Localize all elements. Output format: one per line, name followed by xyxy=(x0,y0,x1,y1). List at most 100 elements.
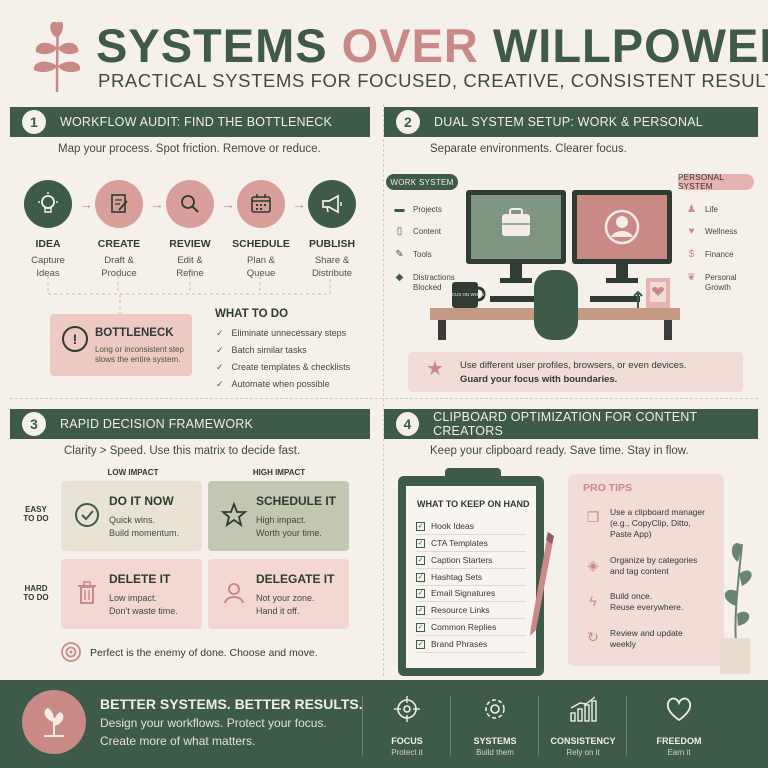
quad-desc: Low impact. xyxy=(109,593,158,603)
lightbulb-icon xyxy=(38,192,58,213)
arrow-right-icon: → xyxy=(221,196,235,212)
heart-icon xyxy=(666,697,692,722)
step-review: REVIEW Edit &Refine xyxy=(148,180,232,280)
quad-title: DO IT NOW xyxy=(109,494,174,508)
work-item: ▬Projects xyxy=(394,204,442,215)
section4-subtitle: Keep your clipboard ready. Save time. St… xyxy=(430,445,689,457)
footer-col-sub: Earn it xyxy=(667,748,691,757)
footer-col-label: FOCUS xyxy=(391,736,423,746)
folder-icon: ▬ xyxy=(394,204,405,215)
checkbox-icon: ✓ xyxy=(416,521,425,531)
lightning-icon: ϟ xyxy=(589,593,597,609)
copy-icon: ❐ xyxy=(586,508,600,525)
calendar-icon xyxy=(251,194,271,213)
step-label: REVIEW xyxy=(169,238,211,250)
footer-title: BETTER SYSTEMS. BETTER RESULTS. xyxy=(100,696,363,712)
document-edit-icon xyxy=(111,194,128,213)
target-icon xyxy=(61,642,81,662)
exclamation-icon: ! xyxy=(62,326,88,352)
quad-title: SCHEDULE IT xyxy=(256,494,337,508)
footer-consistency: CONSISTENCY Rely on it xyxy=(540,694,626,757)
section2-number: 2 xyxy=(396,110,420,134)
footer-line: Create more of what matters. xyxy=(100,734,256,748)
quad-schedule-it: SCHEDULE IT High impact.Worth your time. xyxy=(208,481,349,551)
sprout-icon xyxy=(44,708,64,737)
step-desc: Draft & xyxy=(104,255,134,266)
work-item: ✎Tools xyxy=(395,249,432,260)
work-item: Blocked xyxy=(413,283,442,292)
section3-title: RAPID DECISION FRAMEWORK xyxy=(60,417,254,431)
guard-line1: Use different user profiles, browsers, o… xyxy=(460,360,687,371)
quad-desc: Build momentum. xyxy=(109,528,180,538)
arrow-right-icon: → xyxy=(292,196,306,212)
wrench-icon: ✎ xyxy=(395,249,404,260)
section2-title: DUAL SYSTEM SETUP: WORK & PERSONAL xyxy=(434,115,703,129)
clipboard-item: ✓Hashtag Sets xyxy=(416,572,526,586)
quad-desc: Worth your time. xyxy=(256,528,322,538)
personal-item: ❦Personal xyxy=(687,272,737,283)
person-icon xyxy=(220,579,248,607)
quad-title: DELEGATE IT xyxy=(256,572,335,586)
footer-separator xyxy=(362,696,363,756)
tag-icon: ◈ xyxy=(587,556,599,573)
tip-item: Build once.Reuse everywhere. xyxy=(610,591,684,612)
bottleneck-desc: Long or inconsistent step slows the enti… xyxy=(95,345,184,364)
footer-focus: FOCUS Protect it xyxy=(364,694,450,757)
pro-tips-title: PRO TIPS xyxy=(583,482,633,494)
footer-col-label: SYSTEMS xyxy=(473,736,517,746)
checkbox-icon: ✓ xyxy=(416,572,425,582)
person-icon: ♟ xyxy=(687,204,696,215)
checkbox-icon: ✓ xyxy=(416,538,425,548)
guard-focus-card xyxy=(408,352,743,392)
section3-number: 3 xyxy=(22,412,46,436)
clipboard-title: WHAT TO KEEP ON HAND xyxy=(417,499,530,509)
page-subtitle: PRACTICAL SYSTEMS FOR FOCUSED, CREATIVE,… xyxy=(98,70,768,91)
section2-subtitle: Separate environments. Clearer focus. xyxy=(430,143,627,155)
step-label: SCHEDULE xyxy=(232,238,290,250)
megaphone-icon xyxy=(322,194,342,214)
section3-header: 3 RAPID DECISION FRAMEWORK xyxy=(10,409,370,439)
clipboard-item: ✓Caption Starters xyxy=(416,555,526,569)
section1-header: 1 WORKFLOW AUDIT: FIND THE BOTTLENECK xyxy=(10,107,370,137)
section4-title: CLIPBOARD OPTIMIZATION FOR CONTENT CREAT… xyxy=(433,410,698,438)
col-label-high-impact: HIGH IMPACT xyxy=(252,468,306,477)
pro-tips-card xyxy=(568,474,724,666)
personal-system-tag: PERSONAL SYSTEM xyxy=(678,173,754,191)
work-system-tag: WORK SYSTEM xyxy=(386,174,458,190)
footer-freedom: FREEDOM Earn it xyxy=(636,694,722,757)
footer-col-label: CONSISTENCY xyxy=(550,736,616,746)
dollar-icon: $ xyxy=(688,249,695,260)
footer-col-sub: Rely on it xyxy=(566,748,600,757)
row-divider xyxy=(10,398,758,399)
personal-item: Growth xyxy=(705,283,731,292)
growth-chart-icon xyxy=(570,696,597,722)
check-icon: ✓ xyxy=(216,345,224,355)
quad-delegate-it: DELEGATE IT Not your zone. Hand it off. xyxy=(208,559,349,629)
clipboard-clip xyxy=(445,468,501,484)
step-desc: Ideas xyxy=(36,268,60,279)
leaf-sprig-icon xyxy=(33,21,81,93)
step-desc: Plan & xyxy=(247,255,275,266)
clipboard-item: ✓Resource Links xyxy=(416,605,526,619)
section1-title: WORKFLOW AUDIT: FIND THE BOTTLENECK xyxy=(60,115,333,129)
quad-desc: Not your zone. xyxy=(256,593,315,603)
clipboard-item: ✓CTA Templates xyxy=(416,538,526,552)
list-item: ✓Automate when possible xyxy=(216,379,330,389)
quad-desc: Hand it off. xyxy=(256,606,300,616)
guard-line2: Guard your focus with boundaries. xyxy=(460,374,618,385)
work-item: ◆Distractions xyxy=(395,272,455,283)
clipboard-item: ✓Email Signatures xyxy=(416,588,526,602)
step-label: PUBLISH xyxy=(308,238,356,250)
step-publish: PUBLISH Share &Distribute xyxy=(290,180,374,280)
quad-title: DELETE IT xyxy=(109,572,171,586)
clipboard-paper xyxy=(406,486,536,668)
mug-text: FOCUS ON WORK xyxy=(446,292,485,297)
heart-icon: ♥ xyxy=(688,226,695,237)
gear-icon xyxy=(485,699,505,719)
list-item: ✓Create templates & checklists xyxy=(216,362,351,372)
footer-bar xyxy=(0,680,768,768)
